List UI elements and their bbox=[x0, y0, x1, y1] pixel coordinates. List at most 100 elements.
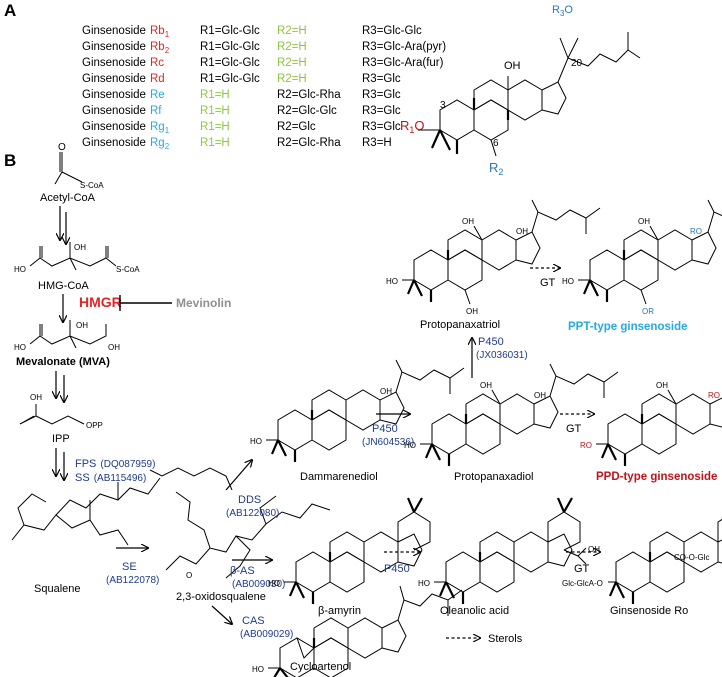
acetyl-o: O bbox=[58, 142, 66, 153]
row-r1: R1=H bbox=[200, 105, 230, 117]
row-r1: R1=H bbox=[200, 89, 230, 101]
ppt-oh3: OH bbox=[466, 307, 478, 316]
hmg-ho: HO bbox=[14, 265, 26, 274]
oxido-o: O bbox=[186, 571, 192, 580]
ipp-oh: OH bbox=[30, 393, 42, 402]
ppt-ho: HO bbox=[386, 277, 398, 286]
oh-label: OH bbox=[504, 60, 521, 72]
row-r3: R3=Glc-Ara(fur) bbox=[362, 57, 444, 69]
cas-acc: (AB009029) bbox=[240, 629, 293, 640]
row-r2: R2=Glc bbox=[277, 121, 316, 133]
inhibition-bar bbox=[119, 295, 172, 311]
ppt-ginsenoside-label: PPT-type ginsenoside bbox=[568, 321, 688, 333]
ipp-label: IPP bbox=[52, 433, 70, 445]
r2-label: R2 bbox=[489, 160, 503, 177]
r3o-label: R3O bbox=[552, 4, 573, 18]
row-name: Ginsenoside bbox=[82, 121, 146, 133]
row-name: Ginsenoside bbox=[82, 89, 146, 101]
dammarenediol-oh: OH bbox=[380, 387, 392, 396]
row-r2: R2=Glc-Glc bbox=[277, 105, 337, 117]
ppt-g-oh: OH bbox=[638, 217, 650, 226]
r1o-sub: 1 bbox=[409, 125, 414, 135]
dammarenediol-ho: HO bbox=[250, 437, 262, 446]
r2-r: R bbox=[489, 160, 498, 175]
ppd-ginsenoside-label: PPD-type ginsenoside bbox=[596, 471, 717, 483]
cas-label: CAS bbox=[242, 615, 265, 627]
ppt-g-or: OR bbox=[642, 307, 654, 316]
row-r2: R2=Glc-Rha bbox=[277, 137, 341, 149]
bamyrin-ho: HO bbox=[268, 579, 280, 588]
acetyl-scoa: S-CoA bbox=[80, 181, 104, 190]
row-r3: R3=Glc bbox=[362, 105, 401, 117]
hmg-coa-label: HMG-CoA bbox=[38, 280, 89, 292]
mva-label: Mevalonate (MVA) bbox=[16, 356, 110, 368]
mevinolin-label: Mevinolin bbox=[176, 296, 231, 310]
row-sub: Rb bbox=[150, 41, 165, 53]
row-sub: Rg bbox=[150, 121, 165, 133]
ppd-oh1: OH bbox=[480, 381, 492, 390]
row-name: Ginsenoside bbox=[82, 105, 146, 117]
squalene-label: Squalene bbox=[34, 583, 81, 595]
protopanaxadiol-label: Protopanaxadiol bbox=[454, 471, 534, 483]
ppt-oh2: OH bbox=[516, 227, 528, 236]
arrow-dds bbox=[225, 460, 252, 491]
se-acc: (AB122078) bbox=[106, 575, 159, 586]
ipp-structure: OH OPP bbox=[19, 393, 103, 430]
protopanaxatriol-label: Protopanaxatriol bbox=[420, 319, 500, 331]
row-r2: R2=H bbox=[277, 25, 307, 37]
bas-acc: (AB009030) bbox=[232, 579, 285, 590]
ppt-ginsenoside-structure: HO OH RO OR bbox=[562, 199, 722, 316]
row-name: Ginsenoside bbox=[82, 41, 146, 53]
oleanolic-oh: OH bbox=[588, 545, 600, 554]
row-r3: R3=Glc-Glc bbox=[362, 25, 422, 37]
row-subn: 1 bbox=[165, 126, 170, 135]
ppt-oh1: OH bbox=[462, 217, 474, 226]
row-sub: Rb bbox=[150, 25, 165, 37]
row-name: Ginsenoside bbox=[82, 57, 146, 69]
dammarenediol-label: Dammarenediol bbox=[300, 471, 378, 483]
ro-coo-label: CO-O-Glc bbox=[674, 553, 710, 562]
r2-sub: 2 bbox=[498, 167, 503, 177]
ppd-g-ro2: RO bbox=[708, 391, 720, 400]
hmg-oh: OH bbox=[74, 243, 86, 252]
row-r1: R1=Glc-Glc bbox=[200, 57, 260, 69]
ss-label: SS(AB115496) bbox=[75, 472, 146, 484]
acetyl-coa-label: Acetyl-CoA bbox=[40, 192, 96, 204]
row-r3: R3=Glc bbox=[362, 73, 401, 85]
r1o-label: R1O bbox=[400, 118, 425, 135]
r1o-o: O bbox=[414, 118, 424, 133]
row-r3: R3=Glc-Ara(pyr) bbox=[362, 41, 446, 53]
protopanaxadiol-structure: HO OH OH bbox=[404, 363, 619, 466]
dds-label: DDS bbox=[238, 494, 261, 506]
p450b-acc: (JX036031) bbox=[476, 350, 528, 361]
row-sub: Rd bbox=[150, 73, 165, 85]
se-label: SE bbox=[122, 561, 137, 573]
ro-label: Ginsenoside Ro bbox=[610, 605, 688, 617]
acetyl-coa-structure: O S-CoA bbox=[54, 142, 104, 190]
ginsenoside-row: Ginsenoside Rf R1=H R2=Glc-Glc R3=Glc bbox=[82, 105, 401, 117]
sterols-label: Sterols bbox=[488, 633, 523, 645]
row-r2: R2=H bbox=[277, 41, 307, 53]
fps-acc: (DQ087959) bbox=[100, 459, 155, 470]
row-name: Ginsenoside bbox=[82, 73, 146, 85]
ppd-ho: HO bbox=[404, 441, 416, 450]
cycloartenol-ho: HO bbox=[252, 665, 264, 674]
dammarenediol-structure: HO OH bbox=[250, 359, 465, 462]
row-sub: Rf bbox=[150, 105, 162, 117]
row-r3: R3=Glc bbox=[362, 89, 401, 101]
row-sub: Re bbox=[150, 89, 165, 101]
hmg-scoa: S-CoA bbox=[116, 265, 140, 274]
r3o-o: O bbox=[564, 4, 573, 16]
bamyrin-label: β-amyrin bbox=[318, 605, 361, 617]
row-sub: Rc bbox=[150, 57, 164, 69]
hmgr-label: HMGR bbox=[79, 294, 122, 310]
arrow-cas bbox=[211, 605, 232, 624]
ppt-g-ho: HO bbox=[562, 277, 574, 286]
